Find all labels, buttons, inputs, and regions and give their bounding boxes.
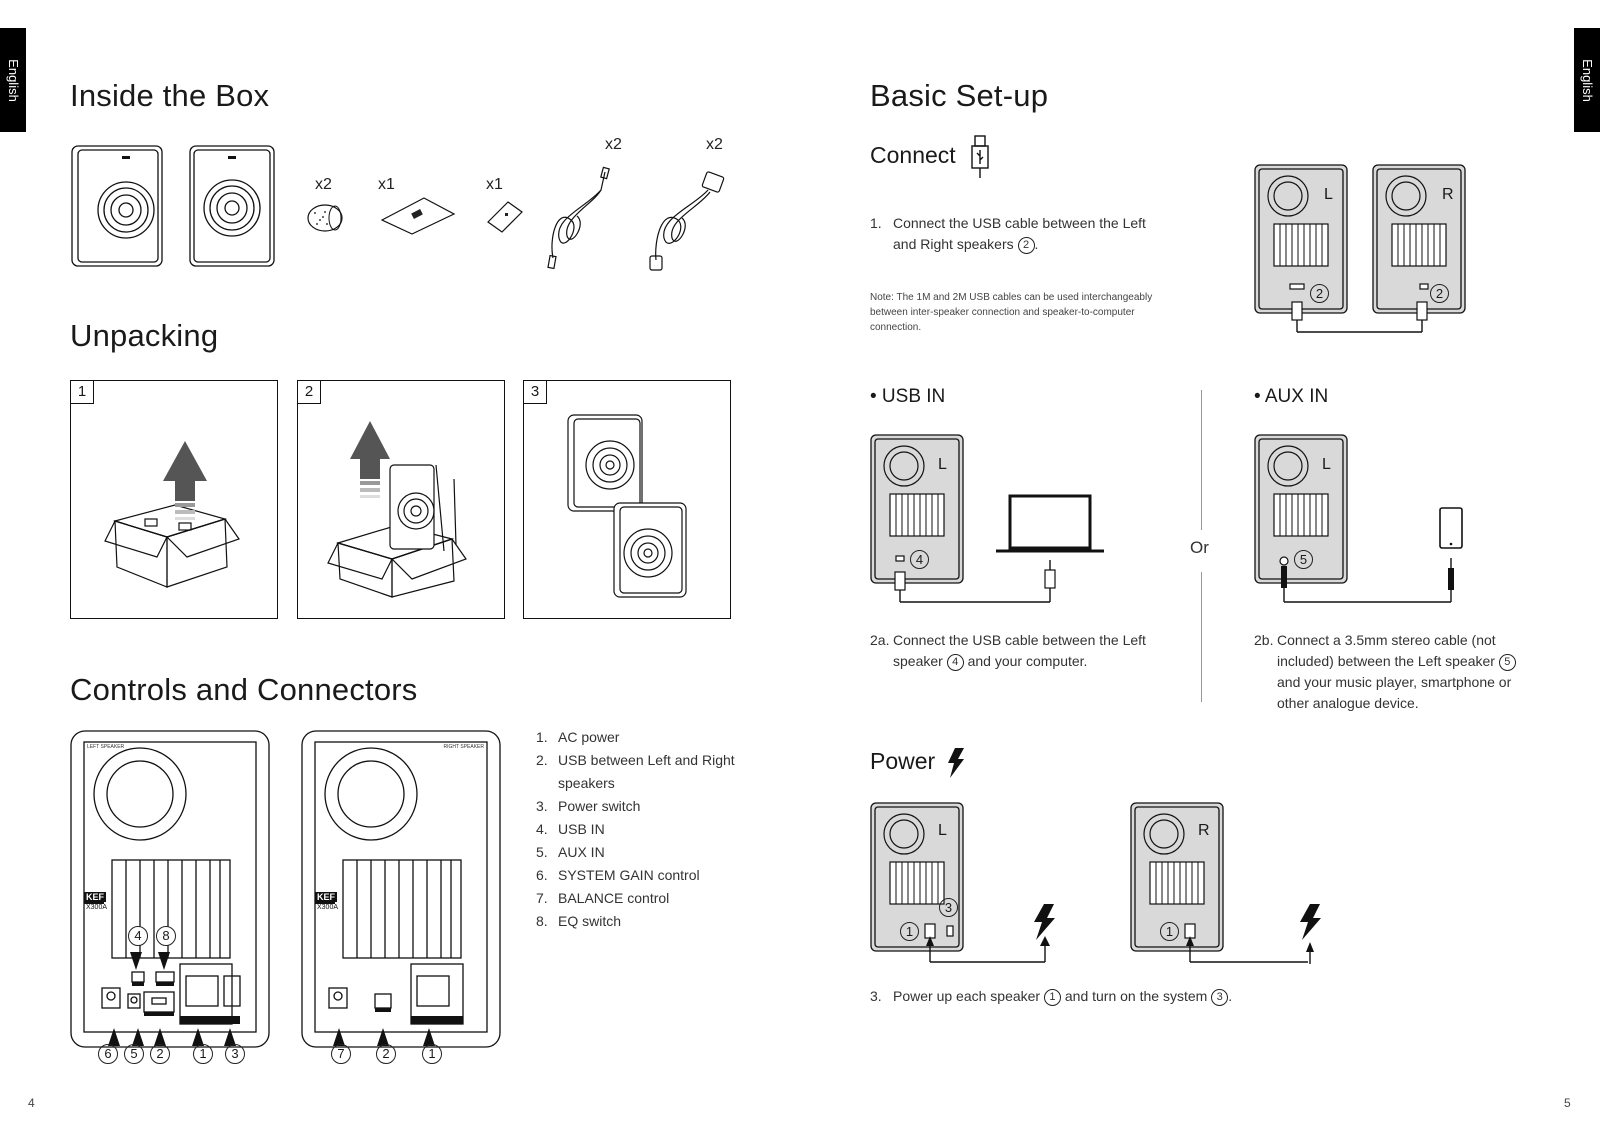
qty-manual: x1: [378, 176, 395, 193]
callout-2: 2: [150, 1044, 170, 1064]
language-tab-right: English: [1574, 28, 1600, 132]
list-item: 7.BALANCE control: [536, 890, 670, 906]
step-number: 3: [523, 380, 547, 404]
list-item: 6.SYSTEM GAIN control: [536, 867, 700, 883]
unpacking-step-2: 2: [297, 380, 505, 619]
unpacking-step-3: 3: [523, 380, 731, 619]
two-speakers-illustration: [567, 414, 687, 598]
model-label: X300A: [86, 904, 108, 911]
connect-speakers-illustration: [1254, 164, 1466, 333]
aux-in-title: • AUX IN: [1254, 386, 1329, 407]
basic-setup-title: Basic Set-up: [870, 78, 1049, 113]
brand-logo: KEF: [84, 892, 106, 902]
speaker-label-r: R: [1442, 186, 1454, 203]
callout-4: 4: [910, 550, 929, 569]
power-illustration-right-outlet: [1300, 904, 1321, 964]
list-item: 2.USB between Left and Right speakers: [536, 752, 735, 791]
qty-card: x1: [486, 176, 503, 193]
speaker-label-r: R: [1198, 822, 1210, 839]
callout-5: 5: [124, 1044, 144, 1064]
callout-7: 7: [331, 1044, 351, 1064]
aux-in-illustration: [1254, 434, 1463, 603]
brand-logo: KEF: [315, 892, 337, 902]
callout-8: 8: [156, 926, 176, 946]
lightning-icon: [1300, 904, 1321, 940]
right-speaker-rear-drawing: [301, 730, 501, 1048]
laptop-icon: [1008, 494, 1092, 550]
card-icon: [487, 201, 523, 233]
divider: [1201, 572, 1202, 702]
ref-callout: 4: [946, 653, 964, 671]
unpacking-step-1: 1: [70, 380, 278, 619]
list-item: 1.AC power: [536, 729, 620, 745]
left-speaker-rear: LEFT SPEAKER KEF X300A 4 8: [70, 730, 270, 1048]
list-item: 5.AUX IN: [536, 844, 605, 860]
usb-in-illustration: [870, 434, 1104, 603]
controls-title: Controls and Connectors: [70, 672, 418, 707]
inside-box-title: Inside the Box: [70, 78, 270, 113]
aux-in-step: 2b. Connect a 3.5mm stereo cable (not in…: [1254, 630, 1524, 714]
speaker-label-l: L: [938, 822, 947, 839]
callout-5: 5: [1294, 550, 1313, 569]
left-speaker-rear-drawing: [70, 730, 270, 1048]
power-illustration: [870, 802, 1308, 963]
callout-3: 3: [939, 898, 958, 917]
usb-in-step: 2a. Connect the USB cable between the Le…: [870, 632, 1146, 671]
divider: [1201, 390, 1202, 530]
right-speaker-rear: RIGHT SPEAKER KEF X300A: [301, 730, 501, 1048]
connect-title: Connect: [870, 142, 956, 168]
box-open-illustration: [104, 441, 240, 588]
qty-power-cable: x2: [706, 136, 723, 153]
callout-4: 4: [128, 926, 148, 946]
speaker-label-l: L: [938, 456, 947, 473]
qty-usb-cable: x2: [605, 136, 622, 153]
foam-plug-icon: [307, 204, 343, 232]
lightning-icon: [948, 748, 964, 778]
speakers-front-illustration: [71, 145, 275, 267]
page-number-right: 5: [1564, 1096, 1571, 1110]
list-item: 3.Power switch: [536, 798, 641, 814]
usb-plug-icon: [971, 135, 989, 178]
model-label: X300A: [317, 904, 339, 911]
connect-note: Note: The 1M and 2M USB cables can be us…: [870, 292, 1153, 333]
qty-foam: x2: [315, 176, 332, 193]
callout-1: 1: [422, 1044, 442, 1064]
usb-in-title: • USB IN: [870, 386, 946, 407]
ref-callout: 2: [1017, 236, 1035, 254]
connect-step-1: 1. Connect the USB cable between the Lef…: [870, 215, 1146, 254]
ref-callout: 1: [1043, 988, 1061, 1006]
list-item: 8.EQ switch: [536, 913, 622, 929]
power-title: Power: [870, 748, 936, 774]
speaker-label-l: L: [1324, 186, 1333, 203]
callout-2: 2: [1430, 284, 1449, 303]
ref-callout: 5: [1498, 653, 1516, 671]
language-tab-left: English: [0, 28, 26, 132]
power-cable-icon: [649, 171, 725, 271]
controls-list: 1.AC power 2.USB between Left and Right …: [536, 726, 736, 933]
ref-callout: 3: [1211, 988, 1229, 1006]
speaker-label-l: L: [1322, 456, 1331, 473]
power-step: 3. Power up each speaker 1 and turn on t…: [870, 988, 1233, 1006]
callout-3: 3: [225, 1044, 245, 1064]
unpacking-title: Unpacking: [70, 318, 219, 353]
step-number: 1: [70, 380, 94, 404]
left-speaker-label: LEFT SPEAKER: [87, 744, 125, 750]
list-item: 4.USB IN: [536, 821, 605, 837]
callout-6: 6: [98, 1044, 118, 1064]
callout-1: 1: [1160, 922, 1179, 941]
manual-icon: [380, 197, 456, 235]
left-speaker-callouts: 6 5 2: [98, 1044, 170, 1064]
or-label: Or: [1190, 538, 1209, 557]
lightning-icon: [1034, 904, 1055, 940]
page-number-left: 4: [28, 1096, 35, 1110]
callout-2: 2: [1310, 284, 1329, 303]
smartphone-icon: [1439, 507, 1463, 549]
right-speaker-label: RIGHT SPEAKER: [443, 744, 484, 750]
usb-cable-icon: [547, 166, 610, 270]
box-lift-speaker-illustration: [327, 421, 467, 598]
callout-1: 1: [193, 1044, 213, 1064]
step-number: 2: [297, 380, 321, 404]
callout-1: 1: [900, 922, 919, 941]
callout-2: 2: [376, 1044, 396, 1064]
